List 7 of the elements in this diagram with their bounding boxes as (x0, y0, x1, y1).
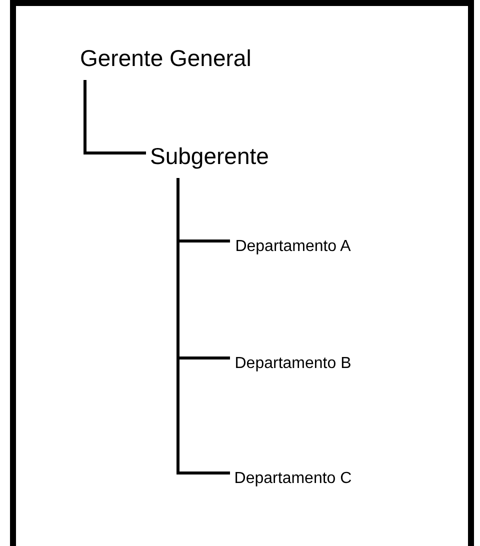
node-label: Subgerente (150, 142, 269, 171)
node-label: Departamento C (234, 469, 352, 489)
node-label: Gerente General (80, 44, 252, 73)
connector-line (84, 80, 146, 154)
node-label: Departamento B (234, 354, 352, 374)
connector-line (176, 178, 230, 474)
node-label: Departamento A (235, 237, 351, 257)
